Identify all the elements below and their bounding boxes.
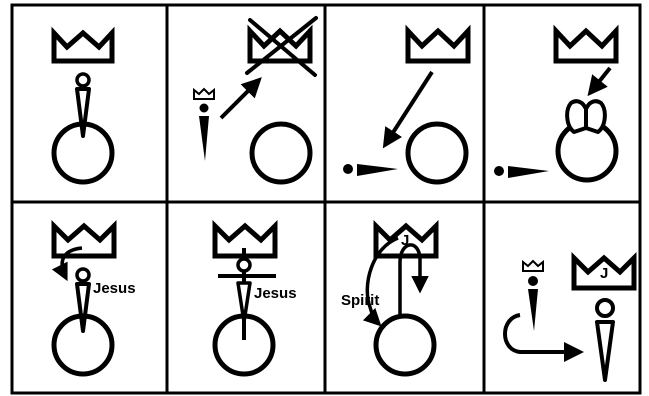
arrow-down-left xyxy=(385,72,432,145)
arrow-to-crown xyxy=(221,80,259,118)
arrow-down-left xyxy=(590,68,610,93)
open-tablets-icon xyxy=(567,101,605,132)
person-icon xyxy=(528,276,538,331)
jesus-label: Jesus xyxy=(93,280,136,297)
crown-letter: J xyxy=(600,265,608,282)
person-icon xyxy=(199,104,209,162)
panel-1 xyxy=(54,33,112,182)
panel-4 xyxy=(494,31,616,180)
empty-heart-circle xyxy=(408,124,466,182)
person-icon xyxy=(77,269,89,331)
spirit-label: Spirit xyxy=(341,292,379,309)
small-crown-icon xyxy=(523,261,543,271)
panel-6: Jesus xyxy=(215,226,297,374)
tall-person-icon xyxy=(597,300,613,380)
cross-out-icon xyxy=(247,18,316,75)
empty-heart-circle xyxy=(252,124,310,182)
crown-icon xyxy=(54,226,114,256)
curved-arrow-left xyxy=(367,238,398,324)
hook-arrow xyxy=(505,315,580,352)
jesus-label: Jesus xyxy=(254,285,297,302)
small-crown-icon xyxy=(194,89,214,99)
crown-icon xyxy=(54,33,112,61)
panel-2 xyxy=(194,18,316,182)
heart-circle xyxy=(558,122,616,180)
fallen-person-icon xyxy=(343,164,398,176)
person-on-cross-icon xyxy=(238,259,250,322)
crown-icon xyxy=(556,31,616,61)
panel-3 xyxy=(343,31,468,182)
heart-circle xyxy=(376,316,434,374)
crown-icon xyxy=(408,31,468,61)
fallen-person-icon xyxy=(494,166,549,178)
panel-8: J xyxy=(505,258,634,380)
panel-5: Jesus xyxy=(54,226,136,374)
panel-7: J Spirit xyxy=(341,226,436,374)
